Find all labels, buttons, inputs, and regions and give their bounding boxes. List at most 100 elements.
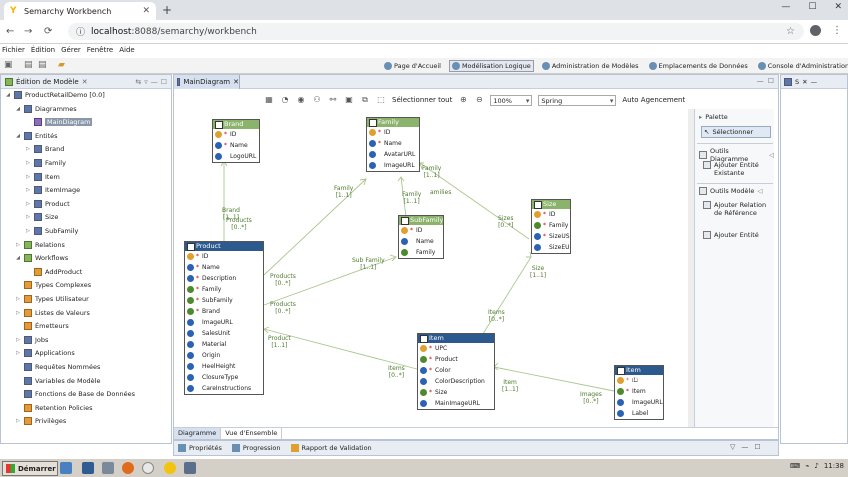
relation-label-brand-1[interactable]: Brand [1..1] <box>222 207 240 221</box>
entity-attribute[interactable]: LogoURL <box>213 151 259 162</box>
entity-attribute[interactable]: ImageURL <box>185 317 263 328</box>
entity-attribute[interactable]: Name <box>399 236 443 247</box>
perspective-0[interactable]: Page d'Accueil <box>382 61 443 71</box>
auto-layout-button[interactable]: Auto Agencement <box>622 96 686 104</box>
canvas-scrollbar[interactable] <box>688 109 694 427</box>
relation-label-family-2[interactable]: Family [1..1] <box>402 191 422 205</box>
relation-size-family[interactable] <box>419 162 530 240</box>
tree-item[interactable]: ◢Diagrammes <box>15 104 77 113</box>
tree-item[interactable]: AddProduct <box>25 267 82 276</box>
editor-page-tab-1[interactable]: Vue d'Ensemble <box>221 428 283 439</box>
perspective-1[interactable]: Modélisation Logique <box>448 60 534 72</box>
save-icon[interactable]: ▤ <box>24 60 33 70</box>
zoom-in-icon[interactable]: ⊕ <box>459 95 467 104</box>
tree-twisty-icon[interactable]: ▷ <box>16 296 20 302</box>
entity-attribute[interactable]: Material <box>185 339 263 350</box>
select-all-button[interactable]: Sélectionner tout <box>392 96 453 104</box>
entity-attribute[interactable]: *Size <box>418 387 494 398</box>
entity-attribute[interactable]: SizeEU <box>532 242 570 253</box>
relation-label-item-1[interactable]: Item [1..1] <box>502 379 519 393</box>
tree-twisty-icon[interactable]: ▷ <box>26 146 30 153</box>
maximize-editor-icon[interactable]: ☐ <box>767 77 774 85</box>
relation-label-family-3[interactable]: Family [1..1] <box>422 165 442 179</box>
tree-item[interactable]: MainDiagram <box>25 118 93 127</box>
chrome-icon[interactable] <box>142 462 154 474</box>
add-entity-tool[interactable]: Ajouter Entité <box>703 231 771 239</box>
new-icon[interactable]: ▣ <box>4 60 13 70</box>
tree-item[interactable]: ▷Item <box>25 172 60 181</box>
tree-item[interactable]: ▷Privilèges <box>15 417 66 426</box>
open-folder-icon[interactable]: ▰ <box>58 60 65 70</box>
tree-twisty-icon[interactable]: ◢ <box>16 255 20 262</box>
minimize-view-icon[interactable]: — <box>810 77 818 86</box>
entity-attribute[interactable]: *Brand <box>185 306 263 317</box>
minimize-view-icon[interactable]: — <box>741 443 749 451</box>
editor-page-tab-0[interactable]: Diagramme <box>174 428 222 439</box>
entity-attribute[interactable]: *ID <box>185 251 263 262</box>
relation-label-images[interactable]: Images [0..*] <box>580 391 602 405</box>
layout-select[interactable]: Spring <box>538 94 617 106</box>
close-tab-icon[interactable]: ✕ <box>233 78 239 86</box>
tree-item[interactable]: Retention Policies <box>15 403 92 412</box>
network-icon[interactable]: ⌁ <box>805 462 810 470</box>
tree-item[interactable]: Émetteurs <box>15 322 69 331</box>
relation-label-size-1[interactable]: Size [1..1] <box>530 265 547 279</box>
volume-icon[interactable]: ♪ <box>814 462 819 470</box>
entity-attribute[interactable]: *Family <box>185 284 263 295</box>
explorer-icon[interactable] <box>60 462 72 474</box>
view-menu-icon[interactable]: ▿ <box>144 77 148 86</box>
tree-twisty-icon[interactable]: ▷ <box>26 200 30 207</box>
entity-attribute[interactable]: *Color <box>418 365 494 376</box>
tree-item[interactable]: ▷Product <box>25 199 70 208</box>
tree-twisty-icon[interactable]: ▷ <box>26 228 30 234</box>
tree-item[interactable]: Types Complexes <box>15 281 91 290</box>
tab-maindiagram[interactable]: MainDiagram ✕ <box>174 75 240 89</box>
entity-attribute[interactable]: *SizeUS <box>532 231 570 242</box>
entity-attribute[interactable]: ClosureType <box>185 372 263 383</box>
select-tool[interactable]: ↖ Sélectionner <box>701 126 771 138</box>
entity-attribute[interactable]: *Description <box>185 273 263 284</box>
tree-item[interactable]: ▷Listes de Valeurs <box>15 308 90 317</box>
entity-attribute[interactable]: SalesUnit <box>185 328 263 339</box>
palette-header[interactable]: ▸ Palette <box>699 113 728 121</box>
maximize-view-icon[interactable]: ☐ <box>754 443 761 451</box>
entity-attribute[interactable]: AvatarURL <box>367 149 419 160</box>
tree-item[interactable]: ◢Workflows <box>15 254 68 263</box>
entity-attribute[interactable]: *ID <box>532 209 570 220</box>
tree-item[interactable]: ▷SubFamily <box>25 227 78 235</box>
view-menu-icon[interactable]: ▽ <box>730 443 736 451</box>
reload-icon[interactable]: ⟳ <box>44 26 53 37</box>
entity-attribute[interactable]: *Name <box>367 138 419 149</box>
tree-item[interactable]: ▷Size <box>25 213 58 222</box>
tree-item[interactable]: ▷Relations <box>15 240 65 249</box>
entity-attribute[interactable]: *Item <box>615 386 663 397</box>
chrome-taskbar-icon[interactable] <box>164 462 176 474</box>
menu-3[interactable]: Fenêtre <box>86 46 114 54</box>
tree-item[interactable]: Variables de Modèle <box>15 376 100 385</box>
entity-attribute[interactable]: *Name <box>213 140 259 151</box>
entity-attribute[interactable]: *ID <box>615 375 663 386</box>
menu-1[interactable]: Édition <box>30 46 56 54</box>
browser-menu-icon[interactable]: ⋮ <box>832 25 842 36</box>
tree-twisty-icon[interactable]: ◢ <box>16 105 20 112</box>
layout-icon[interactable]: ▦ <box>265 95 273 104</box>
outline-tab[interactable]: S <box>795 77 800 86</box>
route-icon[interactable]: ▣ <box>345 95 353 104</box>
close-window-icon[interactable]: ✕ <box>834 2 842 12</box>
entity-attribute[interactable]: ImageURL <box>367 160 419 171</box>
clock[interactable]: 11:38 <box>823 462 844 470</box>
url-input[interactable]: ⓘ localhost:8088/semarchy/workbench <box>68 23 804 40</box>
tree-item[interactable]: ▷Family <box>25 159 66 167</box>
entity-attribute[interactable]: *Name <box>185 262 263 273</box>
new-tab-icon[interactable]: + <box>162 3 173 17</box>
bookmark-star-icon[interactable]: ☆ <box>786 26 795 37</box>
link-editor-icon[interactable]: ⇆ <box>135 77 142 86</box>
firefox-icon[interactable] <box>122 462 134 474</box>
relation-subfamily-family[interactable] <box>400 176 407 218</box>
collapse-icon[interactable]: ◁ <box>769 151 774 159</box>
